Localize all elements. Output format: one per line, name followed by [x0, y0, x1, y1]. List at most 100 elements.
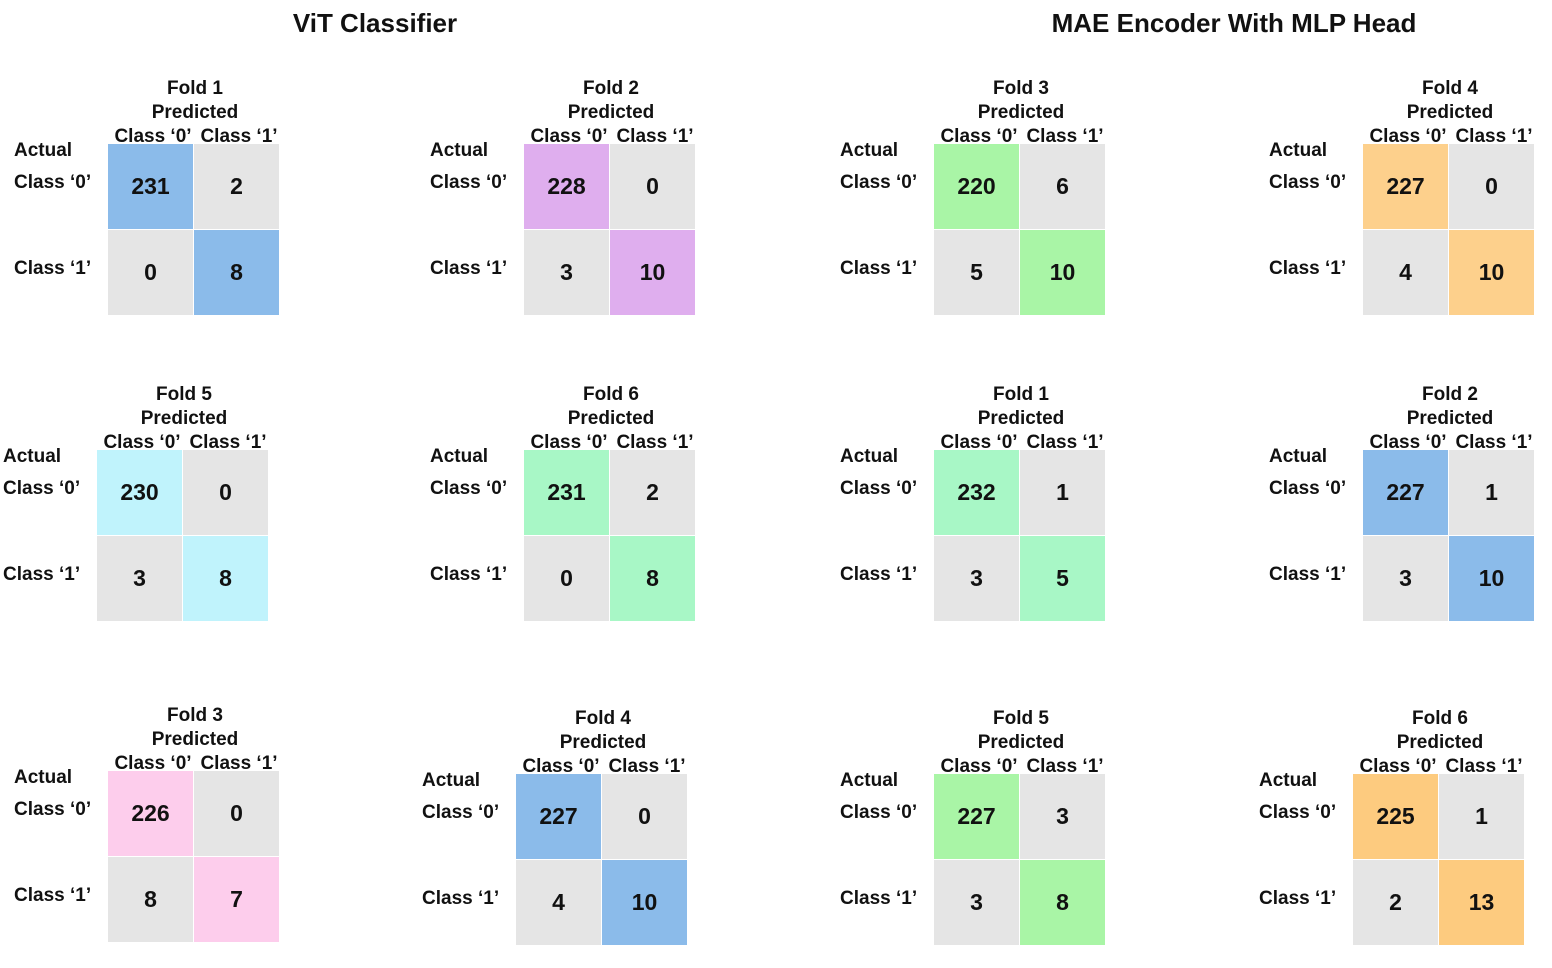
matrix-cell-offdiagonal: 3	[934, 536, 1019, 621]
row-header-class-0: Class ‘0’	[430, 478, 508, 499]
fold-title: Fold 3	[167, 705, 223, 726]
row-header-class-1: Class ‘1’	[1269, 258, 1347, 279]
fold-title: Fold 1	[167, 78, 223, 99]
col-header-class-0: Class ‘0’	[940, 432, 1018, 453]
matrix-cell-diagonal: 8	[183, 536, 268, 621]
col-header-class-0: Class ‘0’	[940, 756, 1018, 777]
row-header-class-1: Class ‘1’	[430, 564, 508, 585]
predicted-label: Predicted	[977, 102, 1065, 123]
col-header-class-0: Class ‘0’	[1369, 432, 1447, 453]
matrix-cell-diagonal: 228	[524, 144, 609, 229]
col-header-class-0: Class ‘0’	[940, 126, 1018, 147]
predicted-label: Predicted	[1406, 408, 1494, 429]
matrix-cell-offdiagonal: 0	[183, 450, 268, 535]
row-header-class-0: Class ‘0’	[422, 802, 500, 823]
row-header-class-1: Class ‘1’	[422, 888, 500, 909]
row-header-class-0: Class ‘0’	[840, 478, 918, 499]
actual-label: Actual	[840, 140, 899, 161]
fold-title: Fold 2	[1422, 384, 1478, 405]
matrix-cell-offdiagonal: 0	[1449, 144, 1534, 229]
row-header-class-0: Class ‘0’	[430, 172, 508, 193]
predicted-label: Predicted	[567, 408, 655, 429]
col-header-class-1: Class ‘1’	[608, 756, 686, 777]
matrix-cell-diagonal: 8	[1020, 860, 1105, 945]
row-header-class-0: Class ‘0’	[1269, 172, 1347, 193]
fold-title: Fold 4	[1422, 78, 1478, 99]
matrix-cell-diagonal: 7	[194, 857, 279, 942]
predicted-label: Predicted	[1396, 732, 1484, 753]
row-header-class-0: Class ‘0’	[1259, 802, 1337, 823]
row-header-class-1: Class ‘1’	[840, 564, 918, 585]
matrix-cell-diagonal: 227	[934, 774, 1019, 859]
col-header-class-0: Class ‘0’	[103, 432, 181, 453]
predicted-label: Predicted	[977, 408, 1065, 429]
predicted-label: Predicted	[151, 102, 239, 123]
matrix-cell-diagonal: 10	[1020, 230, 1105, 315]
actual-label: Actual	[1259, 770, 1318, 791]
matrix-cell-diagonal: 5	[1020, 536, 1105, 621]
actual-label: Actual	[430, 140, 489, 161]
col-header-class-1: Class ‘1’	[200, 126, 278, 147]
matrix-cell-offdiagonal: 3	[934, 860, 1019, 945]
actual-label: Actual	[1269, 140, 1328, 161]
col-header-class-1: Class ‘1’	[1026, 756, 1104, 777]
row-header-class-0: Class ‘0’	[14, 172, 92, 193]
matrix-cell-offdiagonal: 2	[610, 450, 695, 535]
matrix-cell-diagonal: 10	[1449, 230, 1534, 315]
fold-title: Fold 5	[156, 384, 212, 405]
col-header-class-0: Class ‘0’	[114, 126, 192, 147]
row-header-class-1: Class ‘1’	[14, 258, 92, 279]
actual-label: Actual	[14, 140, 73, 161]
matrix-cell-offdiagonal: 0	[108, 230, 193, 315]
matrix-cell-offdiagonal: 2	[194, 144, 279, 229]
fold-title: Fold 5	[993, 708, 1049, 729]
matrix-cell-diagonal: 226	[108, 771, 193, 856]
matrix-cell-diagonal: 232	[934, 450, 1019, 535]
col-header-class-1: Class ‘1’	[189, 432, 267, 453]
col-header-class-1: Class ‘1’	[1455, 126, 1533, 147]
row-header-class-1: Class ‘1’	[840, 258, 918, 279]
col-header-class-1: Class ‘1’	[616, 126, 694, 147]
matrix-cell-offdiagonal: 4	[516, 860, 601, 945]
matrix-cell-offdiagonal: 1	[1439, 774, 1524, 859]
matrix-cell-offdiagonal: 3	[97, 536, 182, 621]
matrix-cell-offdiagonal: 0	[602, 774, 687, 859]
matrix-cell-offdiagonal: 3	[1363, 536, 1448, 621]
row-header-class-0: Class ‘0’	[1269, 478, 1347, 499]
row-header-class-1: Class ‘1’	[1259, 888, 1337, 909]
col-header-class-1: Class ‘1’	[1455, 432, 1533, 453]
actual-label: Actual	[422, 770, 481, 791]
row-header-class-1: Class ‘1’	[840, 888, 918, 909]
col-header-class-0: Class ‘0’	[1359, 756, 1437, 777]
mae-encoder-title: MAE Encoder With MLP Head	[1051, 8, 1417, 38]
col-header-class-0: Class ‘0’	[522, 756, 600, 777]
matrix-cell-diagonal: 10	[602, 860, 687, 945]
predicted-label: Predicted	[151, 729, 239, 750]
matrix-cell-diagonal: 220	[934, 144, 1019, 229]
predicted-label: Predicted	[1406, 102, 1494, 123]
matrix-cell-diagonal: 8	[610, 536, 695, 621]
matrix-cell-diagonal: 227	[1363, 450, 1448, 535]
col-header-class-1: Class ‘1’	[1445, 756, 1523, 777]
col-header-class-1: Class ‘1’	[1026, 126, 1104, 147]
row-header-class-0: Class ‘0’	[840, 172, 918, 193]
actual-label: Actual	[840, 446, 899, 467]
actual-label: Actual	[1269, 446, 1328, 467]
fold-title: Fold 6	[1412, 708, 1468, 729]
